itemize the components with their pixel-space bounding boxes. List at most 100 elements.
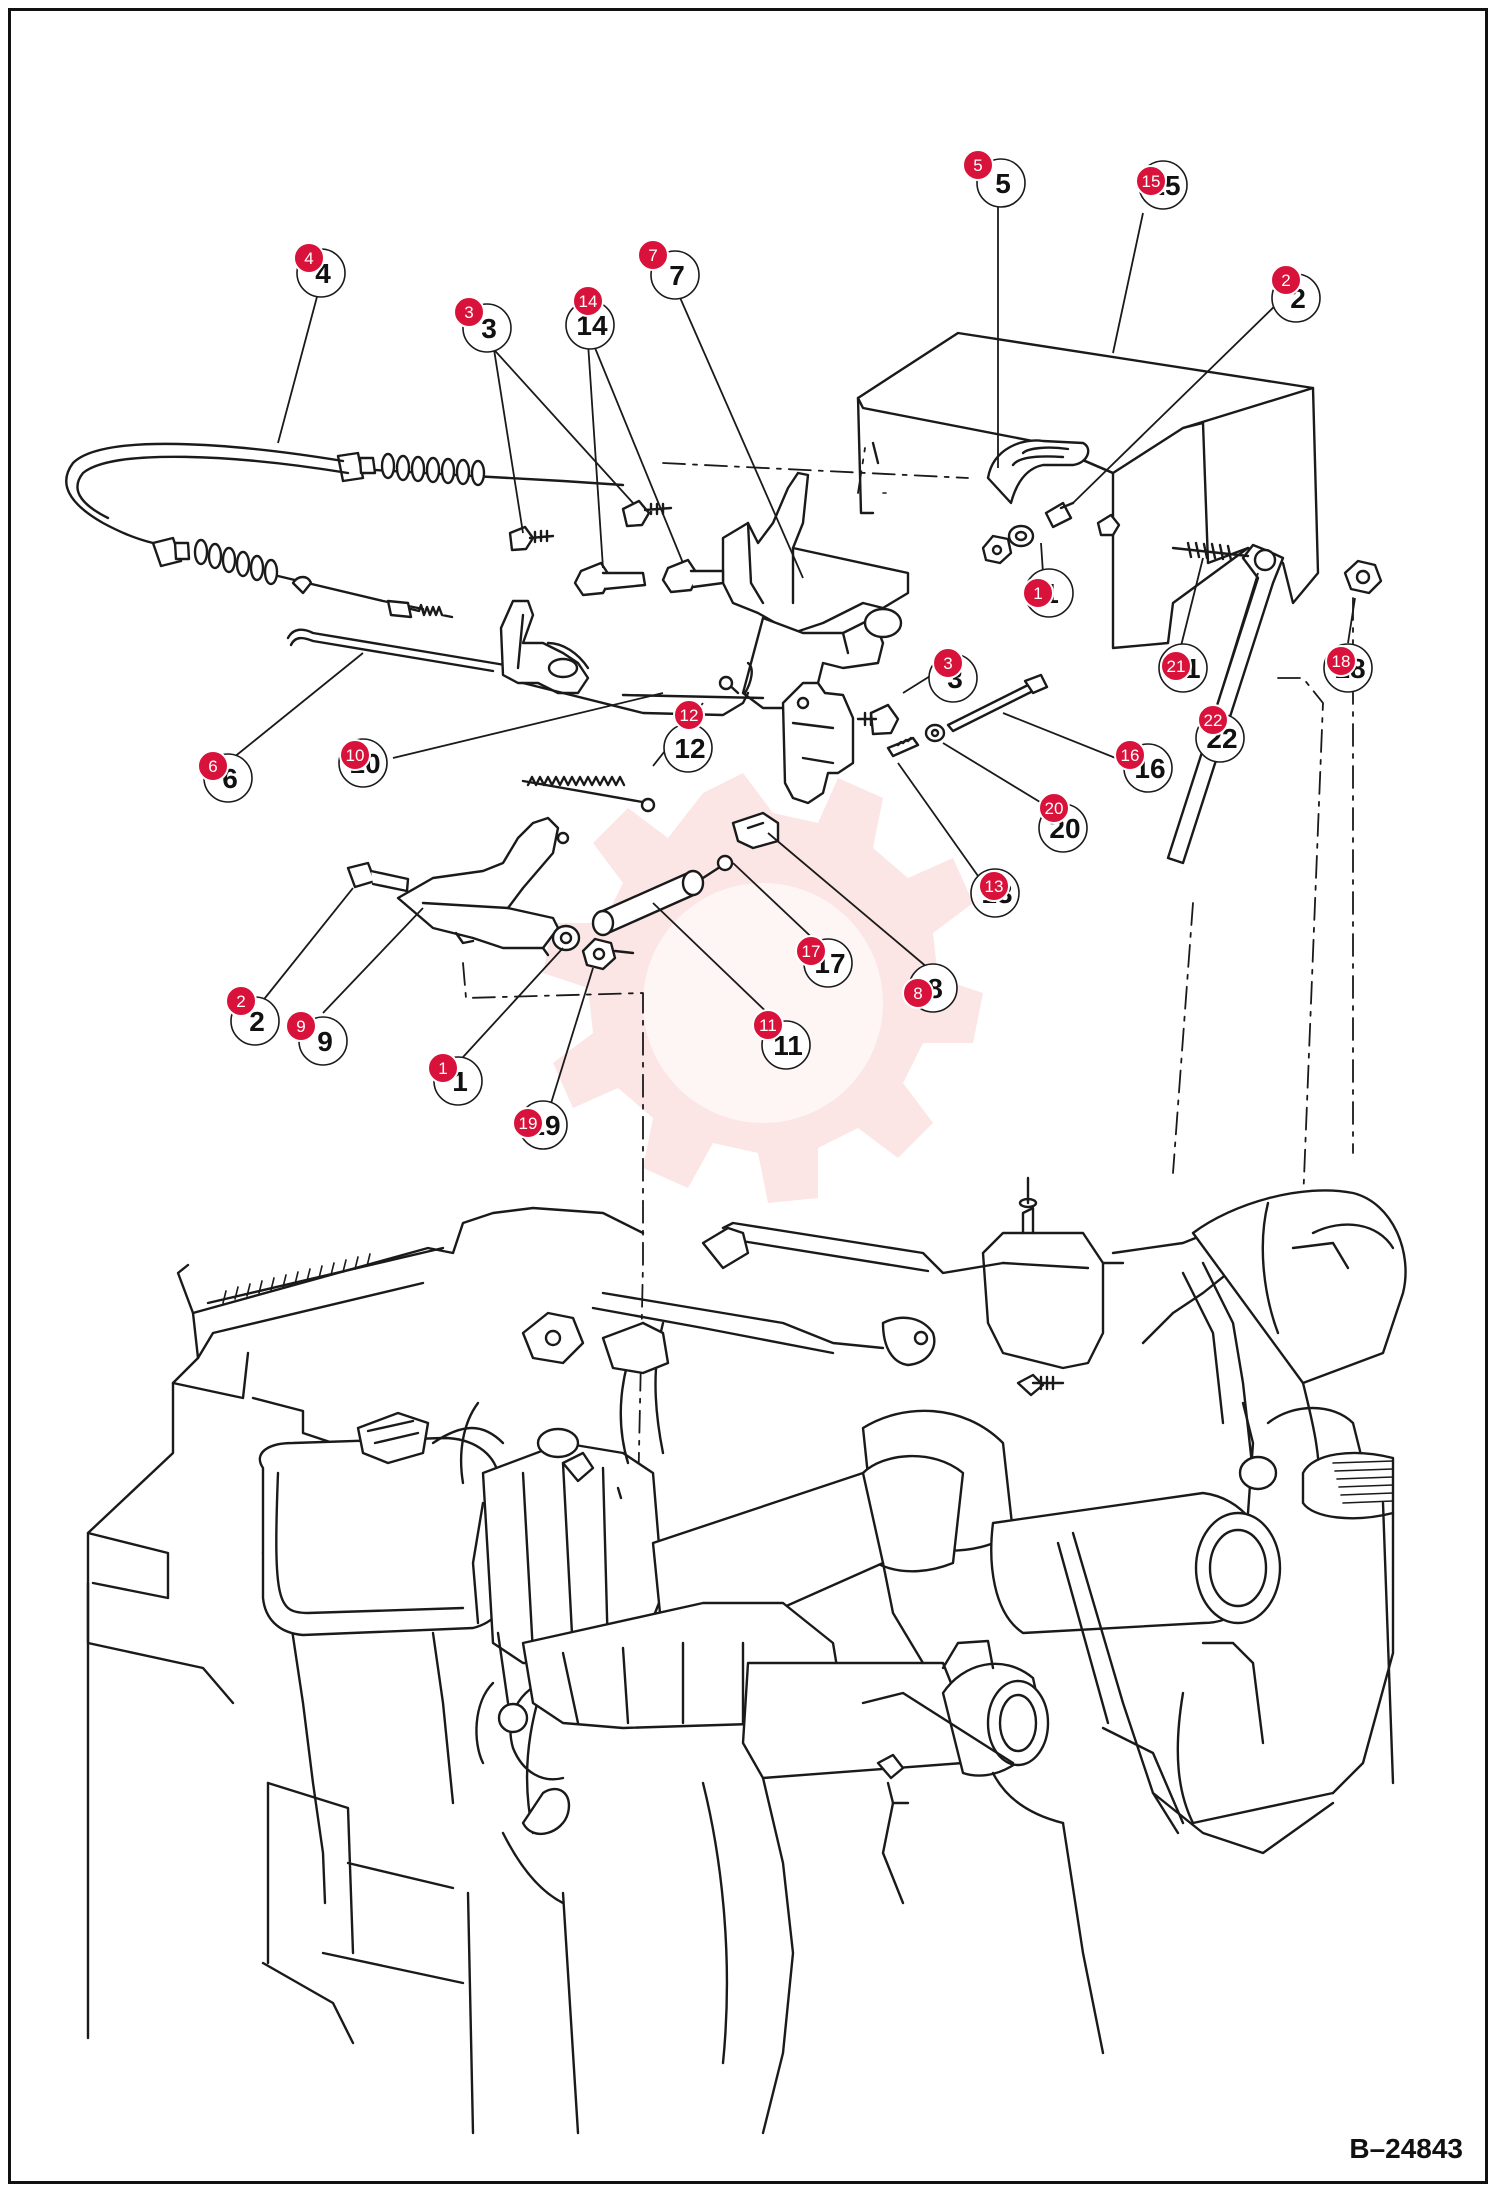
callout-badge-number: 2	[236, 992, 245, 1011]
callout-badge[interactable]	[637, 239, 669, 271]
callout-badge-number: 10	[346, 746, 365, 765]
callout-c10: 1010	[338, 738, 388, 788]
callout-badge-number: 3	[943, 654, 952, 673]
callout-badge[interactable]	[453, 296, 485, 328]
callouts: 5515154477223314141133212118181212222216…	[197, 149, 1373, 1150]
callout-badge[interactable]	[1197, 704, 1229, 736]
callout-badge-number: 16	[1121, 746, 1140, 765]
callout-badge[interactable]	[932, 647, 964, 679]
callout-badge-number: 8	[913, 984, 922, 1003]
callout-badge-number: 22	[1204, 711, 1223, 730]
callout-badge[interactable]	[1325, 645, 1357, 677]
callout-badge[interactable]	[673, 699, 705, 731]
callout-badge[interactable]	[1160, 650, 1192, 682]
callout-c1b: 11	[427, 1052, 483, 1106]
throttle-rod	[286, 628, 525, 673]
callout-c21: 2121	[1158, 643, 1208, 693]
callout-c3a: 33	[453, 296, 512, 353]
callout-badge[interactable]	[902, 977, 934, 1009]
callout-badge-number: 15	[1142, 172, 1161, 191]
callout-badge-number: 1	[438, 1059, 447, 1078]
callout-badge[interactable]	[962, 149, 994, 181]
callout-badge[interactable]	[572, 285, 604, 317]
callout-c7: 77	[637, 239, 700, 300]
callout-badge-number: 6	[208, 757, 217, 776]
pin-left	[346, 861, 410, 893]
callout-badge[interactable]	[1038, 792, 1070, 824]
callout-badge-number: 14	[579, 292, 598, 311]
callout-badge-number: 18	[1332, 652, 1351, 671]
callout-badge-number: 2	[1281, 271, 1290, 290]
throttle-linkage-arm	[499, 599, 753, 717]
callout-outline-number: 2	[249, 1006, 265, 1037]
governor-arm	[781, 681, 855, 805]
spring-12	[521, 775, 656, 813]
hardware-lower-left	[551, 924, 635, 971]
callout-c2a: 22	[1270, 264, 1321, 323]
throttle-cable-lower	[151, 536, 454, 619]
hardware-top-right	[981, 501, 1121, 565]
callout-badge[interactable]	[752, 1009, 784, 1041]
callout-badge-number: 19	[519, 1114, 538, 1133]
callout-badge[interactable]	[293, 242, 325, 274]
callout-badge[interactable]	[795, 935, 827, 967]
callout-c9: 99	[285, 1010, 348, 1066]
callout-c8: 88	[902, 963, 958, 1013]
governor-rod	[621, 675, 765, 700]
callout-c13: 1313	[970, 868, 1020, 918]
callout-badge[interactable]	[285, 1010, 317, 1042]
callout-badge[interactable]	[197, 750, 229, 782]
hardware-right-center	[856, 673, 1049, 758]
callout-badge[interactable]	[512, 1107, 544, 1139]
drawing-number: B–24843	[1349, 2133, 1463, 2164]
callout-c6: 66	[197, 750, 253, 803]
callout-c4: 44	[293, 242, 346, 298]
callout-badge[interactable]	[1135, 165, 1167, 197]
callout-outline-number: 3	[481, 313, 497, 344]
callout-c15: 1515	[1135, 160, 1188, 210]
callout-badge-number: 20	[1045, 799, 1064, 818]
callout-c18: 1818	[1323, 643, 1373, 693]
callout-badge-number: 5	[973, 156, 982, 175]
callout-outline-number: 12	[674, 733, 705, 764]
link-bracket-small	[716, 811, 780, 872]
mounting-bracket	[721, 471, 910, 710]
callout-badge-number: 7	[648, 246, 657, 265]
callout-c3b: 33	[928, 647, 978, 703]
callout-badge-number: 4	[304, 249, 313, 268]
callout-badge[interactable]	[427, 1052, 459, 1084]
callout-badge-number: 3	[464, 303, 473, 322]
callout-badge-number: 9	[296, 1017, 305, 1036]
callout-outline-number: 5	[995, 168, 1011, 199]
callout-badge-number: 1	[1033, 584, 1042, 603]
engine-frame-assembly	[86, 1176, 1407, 2135]
control-lever-plate	[396, 816, 570, 957]
callout-badge[interactable]	[978, 870, 1010, 902]
callout-badge[interactable]	[1022, 577, 1054, 609]
exploded-parts	[65, 331, 1383, 1499]
exploded-parts-diagram: 5515154477223314141133212118181212222216…	[65, 149, 1407, 2135]
callout-c5: 55	[962, 149, 1026, 208]
callout-badge[interactable]	[225, 985, 257, 1017]
callout-outline-number: 9	[317, 1026, 333, 1057]
callout-c2b: 22	[225, 985, 280, 1046]
callout-badge[interactable]	[339, 739, 371, 771]
damper-tube	[591, 863, 725, 937]
callout-badge[interactable]	[1270, 264, 1302, 296]
callout-badge-number: 21	[1167, 657, 1186, 676]
callout-c1a: 11	[1022, 568, 1074, 618]
diagram-frame: 5515154477223314141133212118181212222216…	[8, 8, 1488, 2184]
callout-badge-number: 12	[680, 706, 699, 725]
callout-badge[interactable]	[1114, 739, 1146, 771]
shield-bushing	[986, 439, 1090, 505]
callout-badge-number: 13	[985, 877, 1004, 896]
nut-18	[1343, 559, 1383, 595]
